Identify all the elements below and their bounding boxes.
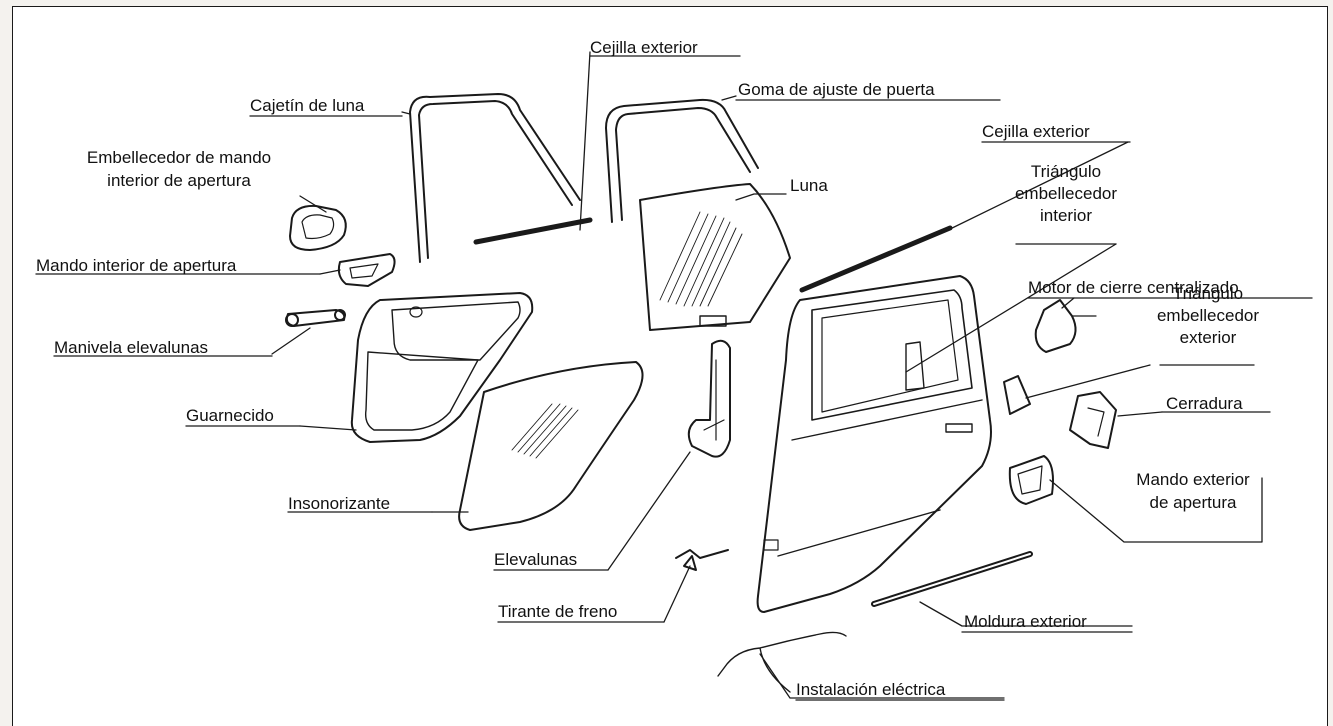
label-mando-interior: Mando interior de apertura (36, 256, 237, 275)
label-triangulo-exterior: Triángulo embellecedor exterior (1152, 284, 1264, 348)
label-cejilla-exterior-top: Cejilla exterior (590, 38, 698, 57)
label-triangulo-exterior-line3: exterior (1179, 328, 1237, 347)
door-shell-part (756, 275, 992, 613)
window-regulator-part (687, 339, 731, 458)
label-cajetin-luna: Cajetín de luna (250, 96, 365, 115)
window-crank-part (285, 309, 346, 327)
label-moldura-exterior: Moldura exterior (964, 612, 1087, 631)
label-tirante-freno: Tirante de freno (498, 602, 618, 621)
label-underlines (35, 55, 1313, 701)
label-mando-exterior-line1: Mando exterior (1136, 470, 1250, 489)
label-triangulo-interior-line1: Triángulo (1030, 162, 1102, 181)
door-lock-part (1069, 391, 1117, 449)
label-cejilla-exterior-right: Cejilla exterior (982, 122, 1090, 141)
label-mando-exterior: Mando exterior de apertura (1118, 470, 1268, 513)
leader-lines (271, 51, 1263, 699)
label-goma-ajuste-puerta: Goma de ajuste de puerta (738, 80, 935, 99)
label-triangulo-exterior-line2: embellecedor (1156, 306, 1260, 325)
window-glass-part (639, 183, 791, 331)
label-triangulo-interior-line3: interior (1040, 206, 1092, 225)
label-mando-exterior-line2: de apertura (1149, 493, 1237, 512)
label-cerradura: Cerradura (1166, 394, 1243, 413)
door-seal-part (605, 98, 759, 223)
label-triangulo-interior: Triángulo embellecedor interior (1010, 162, 1122, 226)
door-trim-panel-part (350, 292, 534, 443)
label-motor-cierre: Motor de cierre centralizado (1028, 278, 1239, 297)
label-embellecedor-line2: interior de apertura (107, 171, 251, 190)
label-luna: Luna (790, 176, 828, 195)
soundproofing-part (458, 361, 644, 531)
inner-handle-bezel-part (289, 204, 347, 251)
label-triangulo-exterior-line1: Triángulo (1172, 284, 1244, 303)
label-embellecedor-mando: Embellecedor de mando interior de apertu… (54, 148, 304, 191)
outer-weatherstrip-bar-right (799, 225, 953, 293)
label-instalacion-electrica: Instalación eléctrica (796, 680, 946, 699)
inner-handle-part (337, 253, 396, 287)
label-elevalunas: Elevalunas (494, 550, 578, 569)
diagram-frame (12, 6, 1328, 726)
label-triangulo-interior-line2: embellecedor (1014, 184, 1118, 203)
central-lock-motor-part (1034, 299, 1097, 353)
label-insonorizante: Insonorizante (288, 494, 391, 513)
label-guarnecido: Guarnecido (186, 406, 274, 425)
brake-rod-part (675, 549, 729, 571)
label-embellecedor-line1: Embellecedor de mando (86, 148, 272, 167)
outer-triangle-trim-part (1003, 375, 1031, 415)
outer-weatherstrip-bar-left (473, 217, 593, 245)
outer-handle-part (1008, 455, 1054, 505)
wiring-harness-part (717, 631, 847, 693)
label-manivela: Manivela elevalunas (54, 338, 209, 357)
window-channel-part (409, 93, 581, 263)
